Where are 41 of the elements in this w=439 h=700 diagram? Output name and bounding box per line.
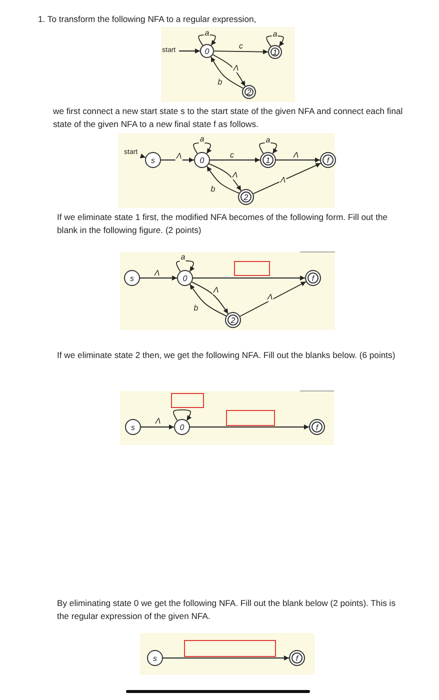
arrow — [190, 424, 310, 430]
edge-label: c — [229, 150, 235, 160]
edge-label: a — [272, 30, 278, 38]
edge-label: Λ — [153, 268, 161, 278]
edge-label: Λ — [212, 286, 220, 294]
arrow — [140, 276, 178, 280]
edge-label: Λ — [266, 292, 274, 302]
arrow — [160, 158, 194, 162]
instruction-text: If we eliminate state 2 then, we get the following NFA. Fill out the blanks below. (6 points) — [57, 349, 396, 362]
edge-label: b — [192, 304, 200, 312]
instruction-text: If we eliminate state 1 first, the modified NFA becomes of the following form. Fill out the blank in the following figure. (2 points) — [57, 211, 389, 237]
instruction-text: By eliminating state 0 we get the following NFA. Fill out the blank below (2 points). This is the regular expression of the given NFA. — [57, 597, 397, 623]
arrow — [162, 656, 290, 660]
edge-label: Λ — [232, 64, 240, 72]
arrow — [210, 158, 260, 162]
arrow — [192, 276, 306, 280]
edge-label: Λ — [231, 170, 239, 180]
instruction-text: we first connect a new start state s to the start state of the given NFA and connect each final state of the given NFA to a new final state f as follows. — [53, 105, 404, 131]
arrow — [193, 142, 212, 154]
arrow — [276, 158, 320, 162]
arrow — [252, 162, 322, 194]
edge-label: a — [198, 134, 206, 144]
edge-label: a — [264, 136, 272, 144]
edge-label: c — [238, 42, 244, 50]
arrow — [173, 409, 192, 421]
arrow — [176, 260, 195, 272]
arrow — [214, 49, 268, 54]
edge-label: Λ — [279, 176, 287, 184]
edge-label: b — [216, 78, 224, 86]
edge-label: Λ — [175, 152, 183, 160]
question-heading: 1. To transform the following NFA to a regular expression, — [38, 13, 258, 26]
edge-label: Λ — [154, 416, 162, 426]
edge-label: a — [180, 252, 186, 262]
arrow — [240, 281, 306, 317]
edge-label: a — [204, 28, 210, 38]
arrow — [140, 424, 174, 430]
edge-label: Λ — [292, 150, 300, 160]
arrow — [259, 142, 278, 154]
arrow — [140, 154, 146, 158]
edge-label: b — [210, 184, 216, 194]
arrow — [178, 48, 200, 54]
